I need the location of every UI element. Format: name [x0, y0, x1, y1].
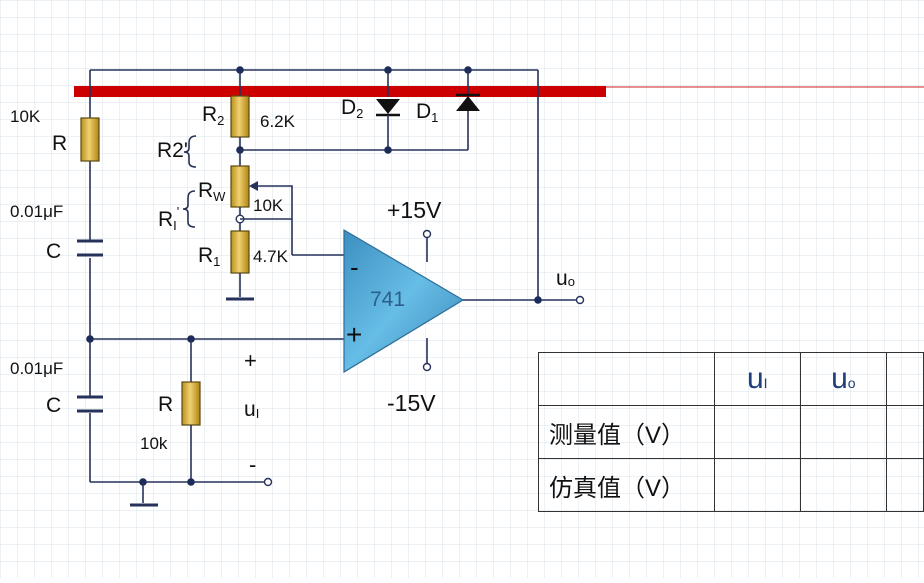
- ri-label: RI': [158, 204, 179, 233]
- r-left-value: 10K: [10, 107, 41, 126]
- node-d2-bottom: [384, 146, 392, 154]
- node-r-bottom-low: [187, 478, 195, 486]
- ui-plus: +: [244, 348, 257, 373]
- rw-sub: W: [213, 189, 226, 204]
- c-bottom-value: 0.01μF: [10, 359, 63, 378]
- table-cell: [885, 405, 924, 459]
- table-cell: [885, 352, 924, 406]
- table-row: 仿真值（V）: [538, 458, 924, 512]
- measurement-table: uI uo 测量值（V） 仿真值（V）: [538, 352, 924, 512]
- diode-d2-icon: [376, 99, 400, 114]
- resistor-r1: [230, 230, 250, 274]
- d1-sub: 1: [431, 110, 438, 125]
- ri-prime: ': [177, 204, 179, 219]
- r1-sub: 1: [213, 254, 220, 269]
- r-bottom-name: R: [158, 393, 173, 416]
- col-uo-name: u: [831, 362, 848, 395]
- d2-label: D2: [341, 96, 363, 121]
- row-simulated-label: 仿真值（V）: [538, 458, 715, 512]
- wiper-wire: [251, 185, 293, 255]
- r2-value: 6.2K: [260, 112, 296, 131]
- c-bottom-name: C: [46, 394, 61, 417]
- vneg-terminal: [422, 362, 432, 372]
- r-bottom-value: 10k: [140, 434, 168, 453]
- d1-name: D: [416, 100, 431, 123]
- ri-name: R: [158, 208, 173, 231]
- ui-name: u: [244, 398, 256, 421]
- brace-ri: [182, 190, 196, 228]
- table-row: 测量值（V）: [538, 405, 924, 459]
- r1-label: R1: [198, 244, 220, 269]
- rw-name: R: [198, 179, 213, 202]
- uo-name: u: [556, 267, 568, 290]
- table-corner-cell: [538, 352, 715, 406]
- rw-value: 10K: [253, 196, 284, 215]
- d2-sub: 2: [356, 106, 363, 121]
- ui-label: uI: [244, 398, 259, 421]
- opamp-label: 741: [370, 288, 405, 311]
- simulated-ui-cell[interactable]: [713, 458, 801, 512]
- vpos-terminal: [422, 229, 432, 239]
- uo-sub: o: [568, 274, 575, 289]
- r2-prime-label: R2': [157, 139, 188, 162]
- measured-uo-cell[interactable]: [799, 405, 887, 459]
- c-top-name: C: [46, 240, 61, 263]
- terminal-ui-minus: [263, 477, 273, 487]
- node-output: [534, 296, 542, 304]
- plus-sign: +: [346, 319, 362, 350]
- r1-value: 4.7K: [253, 247, 289, 266]
- ui-minus: -: [249, 452, 256, 477]
- d2-name: D: [341, 96, 356, 119]
- col-ui-name: u: [746, 362, 764, 395]
- vpos-label: +15V: [387, 197, 442, 223]
- c-top-value: 0.01μF: [10, 202, 63, 221]
- r-left-name: R: [52, 132, 67, 155]
- col-ui-header: uI: [713, 352, 801, 406]
- resistor-r-left: [80, 117, 100, 162]
- col-uo-header: uo: [799, 352, 887, 406]
- simulated-uo-cell[interactable]: [799, 458, 887, 512]
- minus-sign: -: [350, 252, 359, 282]
- col-ui-sub: I: [763, 375, 768, 391]
- terminal-uo: [575, 295, 585, 305]
- col-uo-sub: o: [847, 375, 856, 391]
- table-cell: [885, 458, 924, 512]
- ri-sub: I: [173, 218, 177, 233]
- d1-label: D1: [416, 100, 438, 125]
- row-measured-label: 测量值（V）: [538, 405, 715, 459]
- table-header-row: uI uo: [538, 352, 924, 406]
- opamp-741: [343, 228, 465, 374]
- brace-r2p: [183, 135, 197, 168]
- node-left-mid: [86, 335, 94, 343]
- wiper-arrow-icon: [249, 181, 258, 191]
- ui-sub: I: [256, 406, 260, 421]
- resistor-r2: [230, 95, 250, 138]
- measured-ui-cell[interactable]: [713, 405, 801, 459]
- uo-label: uo: [556, 267, 575, 290]
- r2-name: R: [202, 103, 217, 126]
- vneg-label: -15V: [387, 390, 436, 416]
- potentiometer-rw: [230, 165, 250, 208]
- resistor-r-bottom: [181, 381, 201, 426]
- r1-name: R: [198, 244, 213, 267]
- r2-label: R2: [202, 103, 224, 128]
- red-highlight-bar: [74, 86, 606, 97]
- r2-sub: 2: [217, 113, 224, 128]
- diode-d1-icon: [456, 96, 480, 111]
- rw-label: RW: [198, 179, 226, 204]
